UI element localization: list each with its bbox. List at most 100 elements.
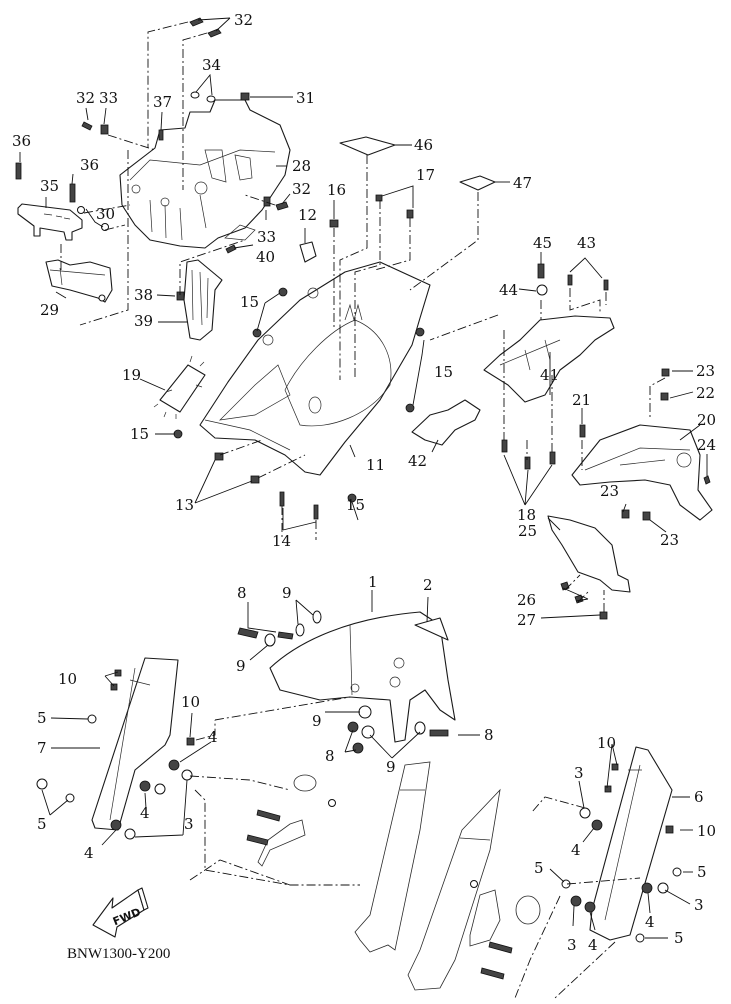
bolt-5b[interactable] (36, 778, 48, 790)
bolt-24[interactable] (703, 475, 711, 485)
mount-plate-41[interactable] (483, 315, 615, 403)
damper-4e[interactable] (641, 882, 653, 894)
bolt-36a[interactable] (15, 162, 22, 180)
bolt-37[interactable] (158, 129, 164, 141)
nut-16[interactable] (329, 219, 339, 228)
stud-18b[interactable] (524, 456, 531, 470)
fwd-direction-badge: FWD (92, 887, 149, 938)
left-fork-cover-7[interactable] (91, 657, 179, 831)
bolt-5a[interactable] (87, 714, 97, 724)
collar-3e[interactable] (657, 882, 669, 894)
damper-4c[interactable] (110, 819, 122, 831)
bolt-32d[interactable] (275, 201, 289, 211)
nut-10d[interactable] (611, 763, 619, 771)
callout-3: 3 (184, 815, 194, 833)
collar-44[interactable] (536, 284, 548, 296)
right-fork-cover-6[interactable] (589, 746, 673, 941)
clamp-12[interactable] (299, 241, 317, 263)
bolt-15a[interactable] (278, 287, 288, 297)
pad-19[interactable] (159, 364, 206, 413)
bracket-35[interactable] (17, 203, 83, 241)
washer-9d[interactable] (358, 705, 372, 719)
collar-3a[interactable] (181, 769, 193, 781)
damper-4a[interactable] (168, 759, 180, 771)
bolt-43b[interactable] (603, 279, 609, 291)
nut-33b[interactable] (263, 196, 271, 207)
collar-3c[interactable] (124, 828, 136, 840)
nut-13b[interactable] (250, 475, 260, 484)
bracket-42[interactable] (411, 399, 481, 446)
bolt-21[interactable] (579, 424, 586, 438)
bolt-5d[interactable] (672, 867, 682, 877)
nut-23c[interactable] (642, 511, 651, 521)
bolt-15d[interactable] (405, 403, 415, 413)
nut-31[interactable] (240, 92, 250, 101)
fender-bolt-8e[interactable] (429, 729, 449, 737)
flap-39[interactable] (183, 259, 223, 341)
fender-bolt-8b[interactable] (277, 631, 294, 640)
damper-4b[interactable] (139, 780, 151, 792)
collar-3f[interactable] (570, 895, 582, 907)
fender-bolt-8d[interactable] (352, 742, 364, 754)
stud-14a[interactable] (279, 491, 285, 507)
bolt-15b[interactable] (252, 328, 262, 338)
battery-box[interactable] (119, 99, 291, 249)
nut-10f[interactable] (665, 825, 674, 834)
damper-34b[interactable] (206, 95, 216, 103)
label-47[interactable] (459, 175, 496, 191)
nut-10e[interactable] (604, 785, 612, 793)
damper-34a[interactable] (190, 91, 200, 99)
bolt-17b[interactable] (406, 209, 414, 219)
front-fender-1[interactable] (269, 611, 456, 743)
label-46[interactable] (339, 136, 396, 156)
collar-3b[interactable] (154, 783, 166, 795)
stud-18c[interactable] (549, 451, 556, 465)
callout-15: 15 (346, 496, 365, 514)
fender-bolt-8c[interactable] (347, 721, 359, 733)
screw-40[interactable] (225, 244, 237, 254)
damper-30b[interactable] (101, 223, 109, 231)
damper-30a[interactable] (77, 206, 85, 214)
nut-27[interactable] (599, 611, 608, 620)
nut-10b[interactable] (110, 683, 118, 691)
callout-9: 9 (236, 657, 246, 675)
damper-4f[interactable] (584, 901, 596, 913)
nut-13a[interactable] (214, 452, 224, 461)
callout-3: 3 (567, 936, 577, 954)
rear-fender-20[interactable] (571, 424, 713, 521)
tray[interactable] (45, 259, 113, 303)
bolt-15c[interactable] (173, 429, 183, 439)
callouts: 32 34 32 33 37 31 36 36 35 30 28 32 33 2… (12, 11, 716, 954)
nut-22[interactable] (660, 392, 669, 401)
nut-38[interactable] (176, 291, 185, 301)
washer-9c[interactable] (264, 633, 276, 647)
bracket-25[interactable] (547, 515, 631, 593)
bolt-36b[interactable] (69, 183, 76, 203)
washer-9e[interactable] (361, 725, 375, 739)
washer-9a[interactable] (295, 623, 305, 637)
fender-bolt-8a[interactable] (237, 627, 259, 639)
damper-4d[interactable] (591, 819, 603, 831)
under-cover-11[interactable] (199, 261, 431, 476)
callout-4: 4 (140, 804, 150, 822)
stud-18a[interactable] (501, 439, 508, 453)
bolt-5f[interactable] (635, 933, 645, 943)
fender-decal-2[interactable] (414, 617, 449, 641)
nut-33a[interactable] (100, 124, 109, 135)
collar-3d[interactable] (579, 807, 591, 819)
bolt-45[interactable] (537, 263, 545, 279)
bolt-32a[interactable] (189, 17, 204, 27)
bolt-32b[interactable] (207, 28, 222, 38)
nut-23a[interactable] (661, 368, 670, 377)
stud-14b[interactable] (313, 504, 319, 520)
bolt-43a[interactable] (567, 274, 573, 286)
nut-23b[interactable] (621, 509, 630, 519)
bolt-15e[interactable] (415, 327, 425, 337)
bolt-32c[interactable] (81, 121, 93, 131)
bolt-17a[interactable] (375, 194, 383, 202)
nut-10c[interactable] (186, 737, 195, 746)
callout-30: 30 (96, 205, 115, 223)
callout-2: 2 (423, 576, 433, 594)
washer-9b[interactable] (312, 610, 322, 624)
washer-9f[interactable] (414, 721, 426, 735)
